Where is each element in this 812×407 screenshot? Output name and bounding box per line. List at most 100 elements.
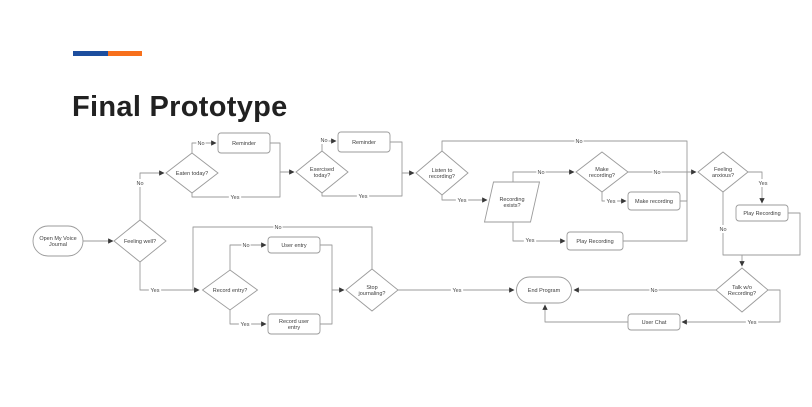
node-label: User entry <box>281 243 307 249</box>
node-record-entry: Record entry? <box>201 269 259 311</box>
decision-shape <box>201 269 259 311</box>
process-shape <box>627 313 681 331</box>
process-shape <box>267 236 321 254</box>
edge-label-backing <box>148 286 162 294</box>
edge-user-chat-to-end-program <box>542 304 628 323</box>
edge-label-backing <box>319 136 329 144</box>
edge-reminder-1-to-exercised-today <box>270 142 295 175</box>
data-shape <box>483 181 541 223</box>
node-label: Play Recording <box>743 211 780 217</box>
accent-bar-orange-segment <box>107 51 142 56</box>
process-shape <box>566 231 624 251</box>
edge-label-make-recording-q-no: No <box>653 170 660 176</box>
edge-label-backing <box>649 286 659 294</box>
edge-label-backing <box>455 196 469 204</box>
edge-label-backing <box>536 168 546 176</box>
process-shape <box>217 132 271 154</box>
process-shape <box>337 131 391 153</box>
edge-make-recording-q-to-make-recording <box>601 192 627 204</box>
edge-label-exercised-today-yes: Yes <box>359 194 368 200</box>
edge-label-eaten-today-yes: Yes <box>231 195 240 201</box>
edge-label-talk-wo-recording-no: No <box>650 288 657 294</box>
edge-label-backing <box>652 168 662 176</box>
node-user-entry: User entry <box>267 236 321 254</box>
edge-recording-exists-to-make-recording-q <box>512 169 575 182</box>
edge-label-recording-exists-yes: Yes <box>526 238 535 244</box>
terminator-shape <box>516 276 572 304</box>
decision-shape <box>345 268 399 312</box>
edge-label-listen-recording-yes: Yes <box>458 198 467 204</box>
edge-record-entry-to-record-user-entry <box>229 310 267 327</box>
node-reminder-2: Reminder <box>337 131 391 153</box>
edge-listen-recording-to-feeling-anxious <box>441 140 688 172</box>
edge-label-feeling-anxious-no: No <box>719 227 726 233</box>
edge-label-backing <box>273 223 283 231</box>
edge-label-backing <box>450 286 464 294</box>
decision-shape <box>697 151 749 193</box>
process-shape <box>267 313 321 335</box>
edge-feeling-well-to-eaten-today <box>139 170 165 220</box>
edge-play-recording-2-to-talk-wo-recording <box>742 212 801 256</box>
node-reminder-1: Reminder <box>217 132 271 154</box>
edge-label-backing <box>745 318 759 326</box>
decision-shape <box>295 150 349 194</box>
edge-label-backing <box>196 139 206 147</box>
edge-user-entry-to-stop-journaling <box>320 244 333 290</box>
terminator-shape <box>32 225 84 257</box>
node-label: Make recording <box>635 199 673 205</box>
edge-make-recording-to-feeling-anxious <box>680 172 688 202</box>
node-label: Reminder <box>232 141 256 147</box>
node-end-program: End Program <box>516 276 572 304</box>
edge-label-stop-journaling-yes: Yes <box>453 288 462 294</box>
edge-record-user-entry-to-stop-journaling <box>320 287 345 325</box>
decision-shape <box>113 219 167 263</box>
title-accent-bar <box>73 51 142 56</box>
edge-play-recording-1-to-feeling-anxious <box>623 172 688 242</box>
edge-label-feeling-well-no: No <box>136 181 143 187</box>
edge-label-stop-journaling-no: No <box>274 225 281 231</box>
node-label: Record entry? <box>213 288 248 294</box>
edge-label-backing <box>238 320 252 328</box>
node-label: Play Recording <box>576 239 613 245</box>
edge-label-record-entry-no: No <box>242 243 249 249</box>
edge-label-exercised-today-no: No <box>320 138 327 144</box>
process-shape <box>627 191 681 211</box>
edge-recording-exists-to-play-recording-1 <box>512 222 566 244</box>
edge-label-make-recording-q-yes: Yes <box>607 199 616 205</box>
edge-talk-wo-recording-to-user-chat <box>681 289 781 325</box>
decision-shape <box>715 267 769 313</box>
edge-label-recording-exists-no: No <box>537 170 544 176</box>
edge-label-backing <box>604 197 618 205</box>
edge-reminder-2-to-listen-recording <box>390 141 415 176</box>
node-eaten-today: Eaten today? <box>165 152 219 194</box>
edge-label-backing <box>135 179 145 187</box>
accent-bar-blue-segment <box>73 51 108 56</box>
decision-shape <box>415 150 469 196</box>
edge-feeling-anxious-to-play-recording-2 <box>748 171 765 204</box>
node-feeling-well: Feeling well? <box>113 219 167 263</box>
edge-label-eaten-today-no: No <box>197 141 204 147</box>
edge-label-listen-recording-no: No <box>575 139 582 145</box>
node-play-recording-1: Play Recording <box>566 231 624 251</box>
edge-label-backing <box>241 241 251 249</box>
edge-label-talk-wo-recording-yes: Yes <box>748 320 757 326</box>
edge-feeling-anxious-to-talk-wo-recording <box>722 192 745 267</box>
edge-label-backing <box>756 179 770 187</box>
edge-label-backing <box>523 236 537 244</box>
edge-eaten-today-to-reminder-1 <box>191 140 217 153</box>
